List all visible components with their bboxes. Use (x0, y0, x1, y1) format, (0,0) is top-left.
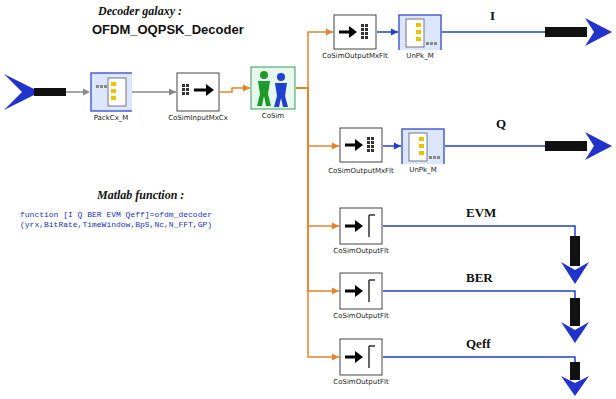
output-port-bar (545, 141, 587, 151)
wire (383, 226, 575, 262)
input-port-bar (34, 88, 66, 96)
signal-connector (296, 88, 339, 146)
signal-connector (296, 32, 333, 88)
block-glyph (339, 207, 383, 245)
signal-name: Q (496, 116, 506, 132)
signal-connector (220, 88, 250, 92)
block-icon: PackCx_M (90, 72, 132, 112)
block-name: CoSim (262, 112, 284, 120)
signal-connector (296, 88, 339, 226)
block-glyph (339, 338, 383, 376)
block-icon: CoSim (250, 66, 296, 110)
diagram-title: Decoder galaxy : (98, 4, 182, 19)
caption-text: Matlab function : (97, 188, 184, 203)
output-port-bar (570, 236, 580, 266)
block-icon: CoSimOutputMxFlt (333, 14, 377, 50)
block-icon: CoSimOutputMxFlt (339, 127, 383, 165)
output-port (561, 376, 589, 396)
block-name: CoSimOutputFlt (333, 312, 388, 320)
wire (383, 357, 575, 376)
wire (442, 31, 545, 33)
caption-text: OFDM_OQPSK_Decoder (92, 22, 244, 37)
output-port (585, 132, 612, 160)
signal-connector (383, 145, 401, 147)
wire (445, 145, 545, 147)
block-name: UnPk_M (406, 52, 433, 60)
block-glyph (401, 128, 445, 164)
block-glyph (339, 127, 383, 165)
block-name: CoSimOutputMxFlt (322, 52, 388, 60)
output-port (561, 262, 589, 284)
block-icon: CoSimInputMxCx (176, 72, 220, 112)
block-icon: CoSimOutputFlt (339, 207, 383, 245)
block-icon: CoSimOutputFlt (339, 338, 383, 376)
block-icon: UnPk_M (401, 128, 445, 164)
signal-name: EVM (466, 205, 496, 221)
block-name: CoSimOutputFlt (333, 247, 388, 255)
signal-name: I (490, 8, 495, 24)
block-glyph (176, 72, 220, 112)
block-glyph (339, 272, 383, 310)
output-port-bar (545, 27, 587, 37)
output-port-bar (570, 298, 580, 326)
block-name: CoSimOutputFlt (333, 378, 388, 386)
block-icon: UnPk_M (398, 14, 442, 50)
block-name: CoSimInputMxCx (168, 114, 228, 122)
signal-connector (296, 88, 339, 357)
signal-connector (296, 88, 339, 291)
signal-name: Qeff (466, 336, 491, 352)
block-name: UnPk_M (409, 166, 436, 174)
output-port (561, 322, 589, 343)
block-glyph (333, 14, 377, 50)
output-port-bar (570, 362, 580, 380)
signal-connector (377, 31, 398, 33)
block-glyph (398, 14, 442, 50)
block-name: PackCx_M (94, 114, 129, 122)
output-port (585, 18, 612, 46)
code-text: function [I Q BER EVM Qeff]=ofdm_decoder… (20, 210, 225, 231)
wire-head (83, 89, 90, 96)
wire (383, 291, 575, 322)
wire (66, 91, 84, 93)
block-name: CoSimOutputMxFlt (328, 167, 394, 175)
signal-name: BER (466, 270, 493, 286)
block-icon: CoSimOutputFlt (339, 272, 383, 310)
signal-connector (132, 91, 176, 93)
block-glyph (250, 66, 296, 110)
block-glyph (90, 72, 132, 112)
